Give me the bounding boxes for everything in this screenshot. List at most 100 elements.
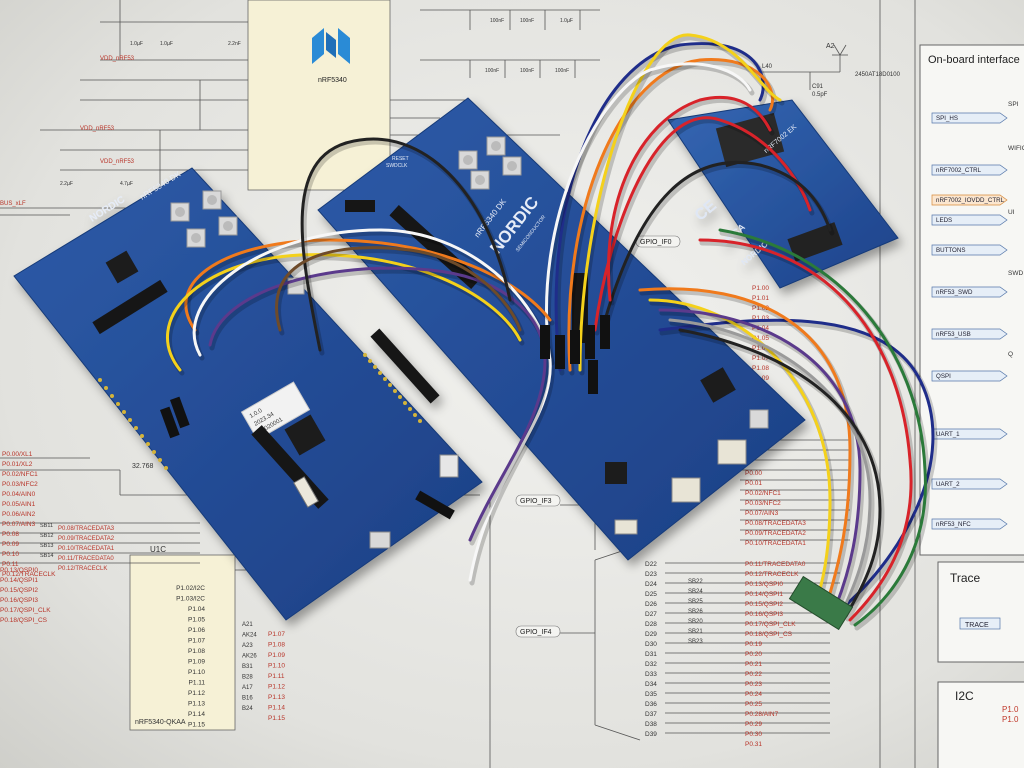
qspi-left-5: P0.18/QSPI_CS: [0, 617, 48, 624]
d-pin-8: D30: [645, 641, 657, 648]
left-pad-r-7: [398, 395, 402, 399]
p0-right-9: P0.20: [745, 651, 762, 658]
p0-right-8: P0.19: [745, 641, 762, 648]
p0-right-13: P0.24: [745, 691, 762, 698]
sb-right-2: SB25: [688, 599, 703, 605]
gpio-left-5: P0.05/AIN1: [2, 501, 36, 508]
p1-right-8: P1.15: [268, 715, 285, 722]
left-pad-r-3: [378, 371, 382, 375]
wire-1: [567, 58, 774, 372]
p0-right-16: P0.29: [745, 721, 762, 728]
p1-right-upper-0: P1.00: [752, 285, 769, 292]
net-label-2: VDD_nRF53: [100, 159, 135, 165]
gpio-left-3: P0.03/NFC2: [2, 481, 38, 488]
wire-8: [192, 228, 552, 582]
trace-panel: Trace TRACE: [937, 561, 1024, 663]
sb-right-6: SB23: [688, 639, 703, 645]
p1-pin-8: P1.10: [188, 669, 205, 676]
left-pad-r-8: [403, 401, 407, 405]
gpio-left-2: P0.02/NFC1: [2, 471, 38, 478]
p1-ball-8: B24: [242, 706, 253, 712]
i2c-title: I2C: [955, 689, 974, 703]
wire-12: [658, 318, 935, 612]
p1-right-upper-8: P1.08: [752, 365, 769, 372]
gpio-if0-label: GPIO_IF0: [640, 239, 672, 246]
trace-left-4: P0.12/TRACECLK: [58, 566, 107, 572]
p1-right-1: P1.08: [268, 642, 285, 649]
p1-right-6: P1.13: [268, 694, 285, 701]
p0-right-top-3: P0.03/NFC2: [745, 500, 781, 507]
left-switch: [293, 476, 319, 508]
mid-debug-chip: [605, 462, 627, 484]
left-button-cap-1: [207, 195, 217, 205]
mid-usb-c-2: [671, 477, 701, 503]
gpio-if4-label-box: [515, 625, 561, 638]
d-pin-3: D25: [645, 591, 657, 598]
mid-button-cap-2: [475, 175, 485, 185]
onboard-item-box-1: [931, 164, 1008, 176]
wire-20: [607, 95, 772, 302]
onboard-item-box-5: [931, 286, 1008, 298]
onboard-item-3: LEDS: [936, 217, 952, 224]
p1-pin-0: P1.02/I2C: [176, 585, 205, 592]
cap-value-9: 100nF: [520, 68, 534, 74]
qspi-left-1: P0.14/QSPI1: [0, 577, 38, 584]
i2c-panel: I2C P1.0 P1.0: [937, 681, 1024, 768]
ek-ce-mark: CE: [692, 197, 720, 225]
p0-right-14: P0.25: [745, 701, 762, 708]
sb-left-1: SB12: [40, 533, 53, 539]
p0-right-top-7: P0.10/TRACEDATA1: [745, 540, 806, 547]
wire-housing-left-1: [160, 406, 180, 439]
left-usb-micro: [369, 531, 391, 549]
left-pad-r-2: [373, 365, 377, 369]
p1-ball-1: AK24: [242, 633, 257, 639]
onboard-item-5: nRF53_SWD: [936, 289, 973, 296]
p1-right-upper-3: P1.03: [752, 315, 769, 322]
left-button-cap-2: [191, 233, 201, 243]
onboard-item-2: nRF7002_IOVDD_CTRL: [936, 197, 1005, 204]
wire-housing-bottom: [415, 490, 455, 520]
middle-silk-swdclk: SWDCLK: [386, 163, 408, 169]
gpio-left-0: P0.00/XL1: [2, 451, 33, 458]
gpio-left-11: P0.11: [2, 561, 19, 568]
p1-ball-3: AK26: [242, 654, 257, 660]
p0-right-top-0: P0.00: [745, 470, 762, 477]
onboard-item-box-4: [931, 244, 1008, 256]
gpio-if3-label: GPIO_IF3: [520, 498, 552, 505]
p0-right-2: P0.13/QSPI0: [745, 581, 783, 588]
p0-right-12: P0.23: [745, 681, 762, 688]
trace-left-2: P0.10/TRACEDATA1: [58, 546, 115, 552]
p0-right-4: P0.15/QSPI2: [745, 601, 783, 608]
qspi-left-3: P0.16/QSPI3: [0, 597, 38, 604]
left-pad-0: [98, 378, 102, 382]
onboard-item-box-3: [931, 214, 1008, 226]
left-sticker: 1.0.0 2023.34 10020001: [240, 381, 311, 441]
p1-right-upper-2: P1.02: [752, 305, 769, 312]
wire-2: [578, 33, 782, 372]
onboard-item-box-6: [931, 328, 1008, 340]
chip-part-label: nRF5340-QKAA: [135, 719, 186, 726]
onboard-item-box-10: [931, 518, 1008, 530]
onboard-title: On-board interface: [928, 54, 1020, 66]
left-pad-11: [164, 466, 168, 470]
p0-right-0: P0.11/TRACEDATA0: [745, 561, 806, 568]
gpio-if3-label-box: [515, 494, 561, 507]
mid-button-cap-3: [507, 161, 517, 171]
cap-ref: C91: [812, 84, 824, 90]
p1-ball-5: B28: [242, 675, 253, 681]
gpio-left-8: P0.08: [2, 531, 19, 538]
p1-pin-6: P1.08: [188, 648, 205, 655]
onboard-side-4: Q: [1008, 351, 1013, 358]
gpio-left-9: P0.09: [2, 541, 19, 548]
cap-value-6: 2.2µF: [60, 181, 73, 187]
trace-left-1: P0.09/TRACEDATA2: [58, 536, 115, 542]
onboard-item-8: UART_1: [936, 431, 960, 438]
p1-right-0: P1.07: [268, 631, 285, 638]
mid-reset-button: [749, 409, 769, 429]
p1-right-upper-6: P1.06: [752, 345, 769, 352]
p1-right-upper-5: P1.05: [752, 335, 769, 342]
d-pin-4: D26: [645, 601, 657, 608]
left-header-right: [370, 328, 440, 404]
onboard-item-1: nRF7002_CTRL: [936, 167, 982, 174]
antenna-part: 2450AT18D0100: [855, 72, 901, 78]
